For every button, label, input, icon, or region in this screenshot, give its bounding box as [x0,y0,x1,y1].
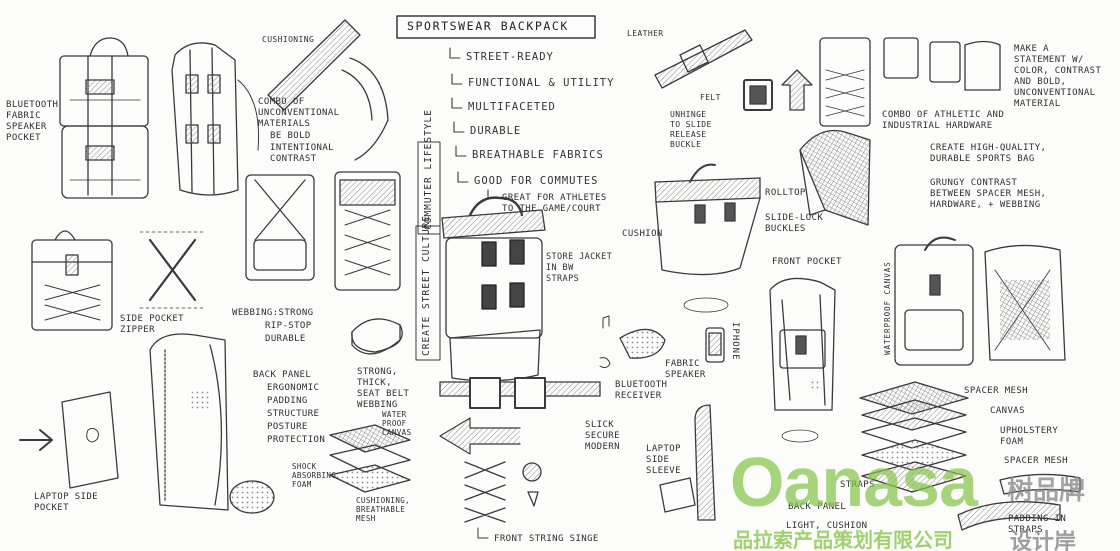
watermark-side-text: 树品牌 [1007,476,1086,506]
note-contrast: INTENTIONAL CONTRAST [270,143,335,164]
page-title: SPORTSWEAR BACKPACK [407,19,569,33]
note-be-bold: BE BOLD [270,131,311,141]
material-layers-left [329,424,411,493]
note-back-panel-right: BACK PANEL [788,502,847,512]
note-laptop-sleeve: LAPTOP SIDE SLEEVE [646,444,681,476]
note-bluetooth-receiver: BLUETOOTH RECEIVER [615,380,668,401]
note-durable: DURABLE [265,334,306,344]
webbing-bag-top-right [819,37,1001,127]
note-statement: MAKE A STATEMENT W/ COLOR, CONTRAST AND … [1014,44,1102,109]
note-felt: FELT [700,93,721,102]
front-string-sketch [464,461,542,539]
goal-breathable: BREATHABLE FABRICS [472,149,604,161]
leather-felt-buckle [654,29,773,111]
goal-street-ready: STREET-READY [466,51,554,63]
cushioning-strap-sketch [267,19,389,161]
goal-durable: DURABLE [470,125,522,137]
note-waterproof: WATER PROOF CANVAS [382,410,412,437]
material-layers-right [859,381,969,493]
goal-commutes: GOOD FOR COMMUTES [474,175,599,187]
note-back-panel: BACK PANEL [253,370,312,380]
note-straps: STRAPS [840,480,875,490]
note-side-pocket: SIDE POCKET ZIPPER [120,314,185,335]
note-spacer-mesh-2: SPACER MESH [1004,456,1069,466]
goal-multifaceted: MULTIFACETED [468,101,556,113]
rolltop-backpack-sketch [654,163,761,313]
padded-strap-sketch [957,473,1081,531]
note-cushioning-mesh: CUSHIONING, BREATHABLE MESH [356,496,411,523]
note-webbing: WEBBING:STRONG [232,308,314,318]
note-fabric-speaker: FABRIC SPEAKER [665,359,706,380]
buckle-strap-sketch [439,377,601,455]
note-unhinge: UNHINGE TO SLIDE RELEASE BUCKLE [670,110,712,149]
note-leather: LEATHER [627,29,664,38]
backpack-front-sketch [59,37,149,199]
note-front-string: FRONT STRING SINGE [494,534,599,544]
street-culture-label: CREATE STREET CULTURE [421,214,432,356]
note-padding: PADDING [267,396,308,406]
note-slick: SLICK SECURE MODERN [585,420,620,452]
laced-rolltop-sketch [31,230,113,331]
cross-strap-bag-sketch [245,174,315,281]
note-iphone: IPHONE [730,322,740,361]
note-front-pocket: FRONT POCKET [772,257,842,267]
note-combo-athletic: COMBO OF ATHLETIC AND INDUSTRIAL HARDWAR… [882,110,1005,131]
note-structure: STRUCTURE [267,409,320,419]
mesh-panels-sketch [799,129,871,226]
backpack-side-sketch [171,42,260,196]
watermark-grey-text: 设计岸 [1010,530,1077,551]
note-create-hq: CREATE HIGH-QUALITY, DURABLE SPORTS BAG [930,143,1047,164]
note-cushioning: CUSHIONING [262,35,315,44]
note-protection: PROTECTION [267,435,326,445]
note-spacer-mesh: SPACER MESH [964,386,1029,396]
note-slide-lock: SLIDE-LOCK BUCKLES [765,213,824,234]
laptop-sketch [19,391,119,489]
note-posture: POSTURE [267,422,308,432]
note-ergonomic: ERGONOMIC [267,383,320,393]
goal-sub-court: TO THE GAME/COURT [502,204,601,214]
note-padding-straps: PADDING IN STRAPS [1008,514,1067,535]
zipper-backpack-sketch [149,333,229,511]
rear-backpack-sketch [769,277,836,443]
note-cushion: CUSHION [622,229,663,239]
note-shock-foam: SHOCK ABSORBING FOAM [292,462,337,489]
note-grungy: GRUNGY CONTRAST BETWEEN SPACER MESH, HAR… [930,178,1047,210]
note-light-cushion: LIGHT, CUSHION [786,521,868,531]
laptop-sleeve-sketch [659,404,716,521]
note-strong-webbing: STRONG, THICK, SEAT BELT WEBBING [357,367,410,410]
commuter-lifestyle-label: COMMUTER LIFESTYLE [423,109,434,230]
note-rip-stop: RIP-STOP [265,321,312,331]
hero-backpack-sketch [441,196,546,382]
note-laptop-pocket: LAPTOP SIDE POCKET [34,492,99,513]
note-store-jacket: STORE JACKET IN BW STRAPS [546,252,613,284]
front-back-pair-sketch [894,236,1066,366]
note-rolltop: ROLLTOP [765,188,806,198]
lace-up-bag-sketch [334,171,401,291]
note-upholstery: UPHOLSTERY FOAM [1000,426,1059,447]
x-lace-detail-sketch [139,231,206,309]
mesh-swatch [229,480,275,514]
goal-sub-athletes: GREAT FOR ATHLETES [502,193,607,203]
webbing-roll-sketch [351,318,403,355]
goal-functional: FUNCTIONAL & UTILITY [468,77,615,89]
title-box [396,15,596,39]
note-combo: COMBO OF UNCONVENTIONAL MATERIALS [258,97,340,129]
note-canvas: CANVAS [990,406,1025,416]
watermark-company: 品拉索产品策划有限公司 [733,528,953,551]
up-arrow [781,69,813,111]
vertical-dividers [415,141,441,361]
note-bluetooth-pocket: BLUETOOTH FABRIC SPEAKER POCKET [6,100,59,143]
watermark-brand: Oanasa [730,443,978,521]
note-waterproof-canvas: WATERPROOF CANVAS [883,261,892,355]
fabric-speaker-sketch [599,315,725,369]
